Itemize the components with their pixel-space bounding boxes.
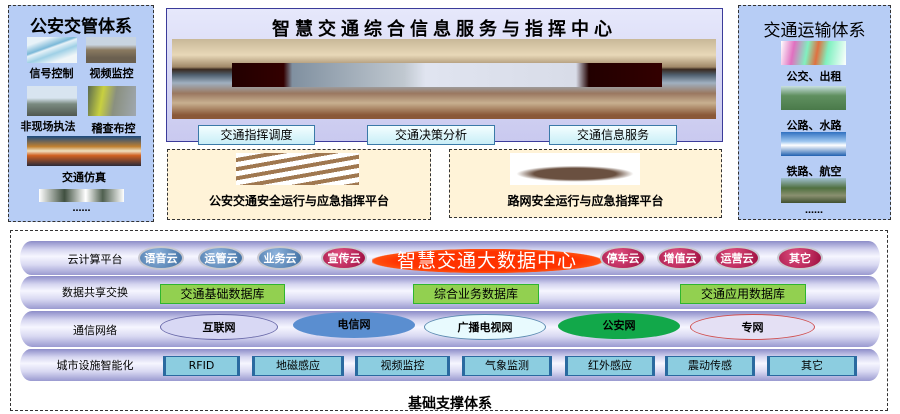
highway-waterway-image	[781, 86, 846, 110]
meeting-table-image	[510, 153, 640, 185]
video-surveillance-label: 视频监控	[89, 67, 134, 80]
traffic-decision-button[interactable]: 交通决策分析	[367, 125, 495, 145]
offsite-enforcement-label: 非现场执法	[20, 120, 76, 133]
command-center-title: 智慧交通综合信息服务与指挥中心	[272, 19, 617, 40]
layer-label: 通信网络	[73, 324, 117, 337]
geomagnetic-sensor[interactable]: 地磁感应	[252, 356, 344, 376]
publicity-cloud[interactable]: 宣传云	[321, 246, 367, 270]
video-surveillance-image	[86, 37, 136, 63]
signal-control-image	[27, 37, 77, 63]
foundation-title: 基础支撑体系	[408, 396, 492, 412]
road-network-platform-label: 路网安全运行与应急指挥平台	[507, 194, 664, 208]
bus-taxi-map-image	[781, 41, 846, 65]
command-center-panel: 智慧交通综合信息服务与指挥中心 交通指挥调度 交通决策分析 交通信息服务	[166, 8, 723, 145]
weather-sensor[interactable]: 气象监测	[462, 356, 552, 376]
transport-mgmt-cloud[interactable]: 运管云	[198, 246, 244, 270]
signal-control-label: 信号控制	[29, 67, 74, 80]
infrared-sensor[interactable]: 红外感应	[565, 356, 655, 376]
traffic-dispatch-button[interactable]: 交通指挥调度	[198, 125, 315, 145]
police-net-cloud[interactable]: 公安网	[558, 313, 680, 339]
value-added-cloud[interactable]: 增值云	[657, 246, 703, 270]
railway-aviation-image	[781, 132, 846, 156]
inspection-control-image	[88, 86, 136, 116]
command-hall-image	[172, 39, 716, 119]
layer-label: 云计算平台	[67, 253, 123, 266]
integrated-business-db[interactable]: 综合业务数据库	[413, 284, 539, 304]
video-monitor-sensor[interactable]: 视频监控	[355, 356, 450, 376]
inspection-control-label: 稽查布控	[91, 122, 136, 135]
public-security-platform: 公安交通安全运行与应急指挥平台	[167, 149, 431, 220]
public-security-panel: 公安交管体系 信号控制 视频监控 非现场执法 稽查布控 交通仿真 ……	[8, 5, 154, 222]
operations-cloud[interactable]: 运营云	[714, 246, 760, 270]
other-sensor[interactable]: 其它	[767, 356, 857, 376]
vibration-sensor[interactable]: 震动传感	[665, 356, 755, 376]
transport-panel: 交通运输体系 公交、出租 公路、水路 铁路、航空 ……	[738, 5, 891, 220]
foundation-panel	[10, 230, 888, 411]
business-cloud[interactable]: 业务云	[257, 246, 303, 270]
city-image	[781, 178, 846, 203]
bus-taxi-label: 公交、出租	[786, 70, 842, 83]
layer-label: 数据共享交换	[62, 286, 128, 299]
more-image	[39, 189, 124, 202]
traffic-application-db[interactable]: 交通应用数据库	[680, 284, 806, 304]
parking-cloud[interactable]: 停车云	[600, 246, 646, 270]
public-security-platform-label: 公安交通安全运行与应急指挥平台	[208, 194, 389, 208]
road-network-platform: 路网安全运行与应急指挥平台	[449, 149, 722, 218]
traffic-simulation-image	[27, 136, 141, 166]
layer-label: 城市设施智能化	[56, 359, 134, 372]
traffic-info-button[interactable]: 交通信息服务	[549, 125, 677, 145]
rfid-sensor[interactable]: RFID	[163, 356, 240, 376]
voice-cloud[interactable]: 语音云	[138, 246, 184, 270]
railway-aviation-label: 铁路、航空	[786, 165, 842, 178]
more-label: ……	[72, 204, 91, 214]
panel-title: 交通运输体系	[763, 21, 866, 41]
video-wall	[232, 63, 662, 87]
telecom-cloud[interactable]: 电信网	[293, 312, 415, 338]
offsite-enforcement-image	[27, 86, 77, 116]
panel-title: 公安交管体系	[30, 17, 132, 37]
other-cloud[interactable]: 其它	[777, 246, 823, 270]
highway-waterway-label: 公路、水路	[786, 119, 842, 132]
traffic-simulation-label: 交通仿真	[62, 171, 106, 184]
internet-cloud[interactable]: 互联网	[160, 314, 278, 340]
private-net-cloud[interactable]: 专网	[690, 314, 815, 340]
conference-room-image	[236, 153, 359, 185]
more-label: ……	[805, 206, 823, 216]
big-data-center[interactable]: 智慧交通大数据中心	[372, 249, 602, 273]
traffic-base-db[interactable]: 交通基础数据库	[160, 284, 285, 304]
broadcast-tv-cloud[interactable]: 广播电视网	[424, 314, 546, 340]
